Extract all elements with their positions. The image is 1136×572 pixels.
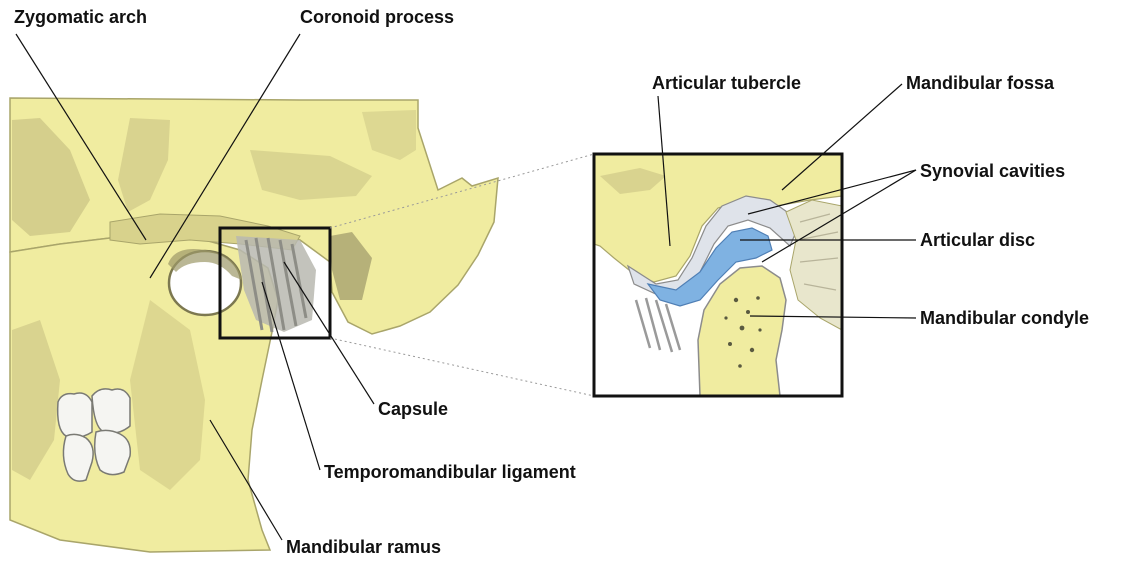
label-mandibular-condyle: Mandibular condyle [920,307,1089,329]
label-capsule: Capsule [378,398,448,420]
skull-illustration [10,98,498,552]
label-mandibular-ramus: Mandibular ramus [286,536,441,558]
tooth [63,434,93,481]
label-mandibular-fossa: Mandibular fossa [906,72,1054,94]
tmj-inset [594,154,842,396]
label-articular-tubercle: Articular tubercle [652,72,801,94]
label-articular-disc: Articular disc [920,229,1035,251]
tooth [58,393,92,437]
label-zygomatic-arch: Zygomatic arch [14,6,147,28]
label-coronoid-process: Coronoid process [300,6,454,28]
projection-line [330,338,594,396]
label-synovial-cavities: Synovial cavities [920,160,1065,182]
tooth [92,389,130,433]
tooth [95,430,131,474]
label-temporomandibular-ligament: Temporomandibular ligament [324,461,576,483]
